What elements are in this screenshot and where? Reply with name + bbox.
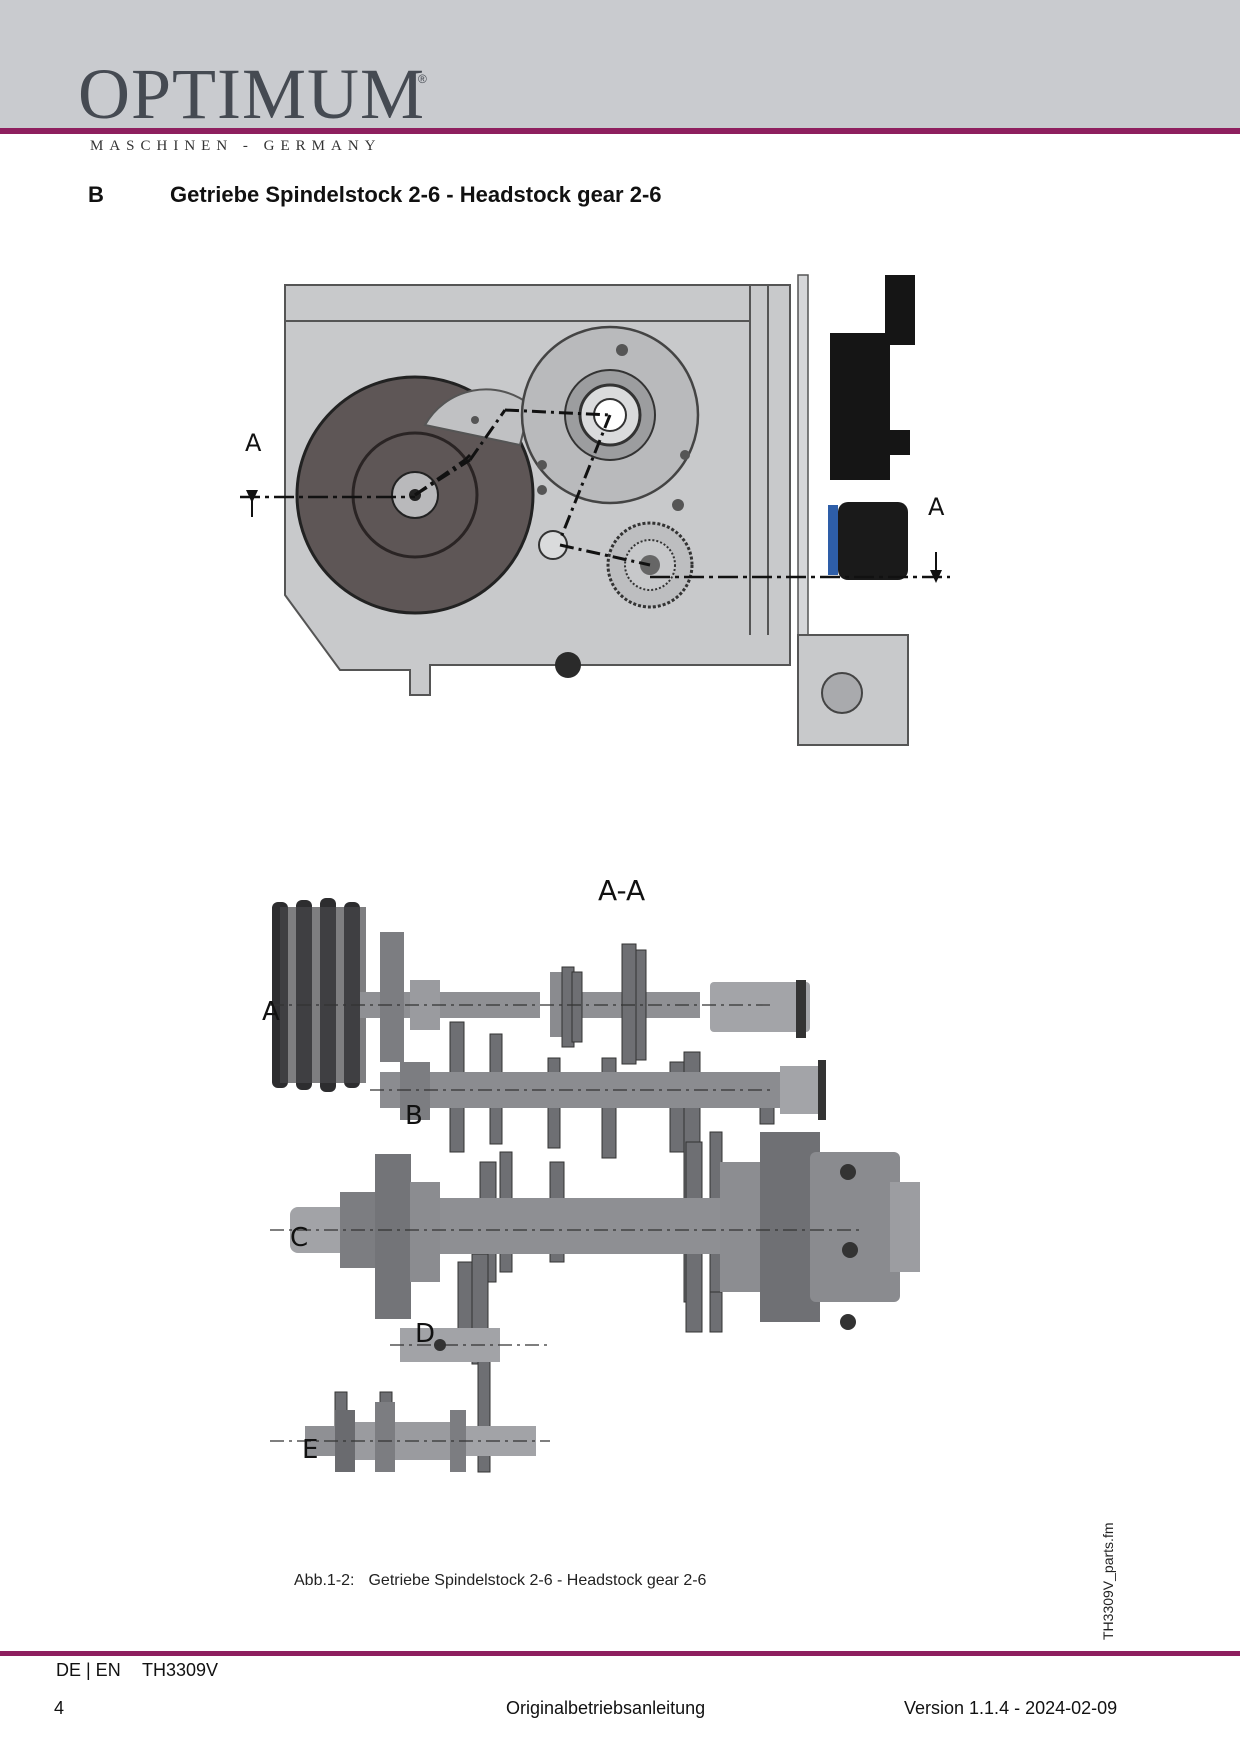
document-version: Version 1.1.4 - 2024-02-09 [904, 1698, 1118, 1718]
section-marker-left: A [245, 429, 262, 457]
document-type: Originalbetriebsanleitung [506, 1698, 706, 1718]
page-number: 4 [54, 1698, 65, 1718]
header-band [0, 0, 1240, 130]
caption-text: Getriebe Spindelstock 2-6 - Headstock ge… [368, 1572, 707, 1589]
shaft-label-b: B [405, 1101, 423, 1131]
headstock-front-view: A A [240, 274, 950, 746]
brand-logo: OPTIMUM [78, 54, 426, 134]
header-rule [0, 128, 1240, 134]
section-title: Getriebe Spindelstock 2-6 - Headstock ge… [170, 182, 662, 207]
source-file-label: TH3309V_parts.fm [1100, 1522, 1116, 1641]
section-view-title: A-A [598, 874, 645, 907]
caption-number: Abb.1-2: [294, 1572, 355, 1589]
footer-language: DE | EN [56, 1660, 121, 1680]
shaft-label-a: A [262, 997, 280, 1027]
registered-mark: ® [418, 72, 427, 86]
footer-rule [0, 1651, 1240, 1656]
shaft-label-d: D [415, 1319, 435, 1349]
footer-model: TH3309V [142, 1660, 219, 1680]
brand-tagline: MASCHINEN - GERMANY [90, 138, 382, 154]
figure-caption: Abb.1-2: Getriebe Spindelstock 2-6 - Head… [294, 1572, 720, 1590]
section-letter: B [88, 182, 104, 207]
section-marker-right: A [928, 493, 945, 521]
section-view-a-a: A-A [262, 874, 920, 1473]
shaft-label-e: E [302, 1435, 318, 1465]
shaft-label-c: C [290, 1223, 308, 1253]
